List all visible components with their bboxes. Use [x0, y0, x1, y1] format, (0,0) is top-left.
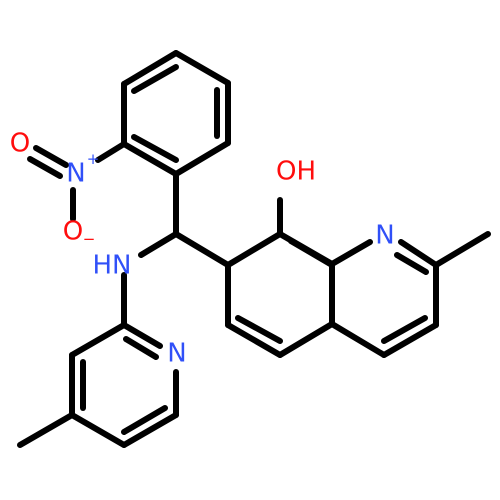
bond — [225, 231, 283, 268]
bond — [131, 134, 179, 163]
bond — [173, 140, 231, 177]
bond — [381, 322, 439, 358]
nitro-nitrogen-charge: + — [87, 150, 100, 168]
bond — [138, 231, 179, 258]
bond — [17, 412, 75, 448]
bond — [69, 322, 127, 358]
bond — [95, 141, 127, 163]
bond — [121, 405, 168, 435]
amine-nh-label: HN — [93, 251, 132, 281]
bond — [27, 156, 63, 179]
bond — [329, 321, 387, 358]
nitro-nitrogen-label: N — [66, 159, 85, 189]
bond — [121, 141, 179, 177]
bond — [433, 231, 491, 268]
bond — [123, 336, 159, 360]
bond — [121, 50, 179, 87]
quinoline-nitrogen-label: N — [375, 221, 394, 251]
bond — [33, 145, 69, 168]
bond — [235, 315, 283, 344]
bond — [398, 239, 439, 268]
nitro-oxygen-single-label: O — [63, 217, 83, 247]
bond — [225, 322, 283, 358]
pyridine-nitrogen-label: N — [167, 339, 186, 369]
bond — [173, 231, 231, 268]
bond — [69, 412, 127, 448]
nitro-oxygen-charge: − — [83, 230, 96, 248]
bond — [131, 64, 179, 94]
atom-labels: OH N HN N N + O O − — [10, 129, 395, 369]
bond — [277, 321, 335, 358]
bonds — [17, 50, 491, 448]
bond — [173, 50, 231, 86]
bond — [288, 238, 335, 268]
bond — [121, 322, 163, 349]
hydroxyl-label: OH — [276, 157, 316, 187]
bond — [381, 315, 428, 344]
nitro-oxygen-double-label: O — [10, 129, 30, 159]
bond — [121, 412, 179, 448]
bond — [394, 252, 429, 275]
bond — [329, 239, 373, 267]
